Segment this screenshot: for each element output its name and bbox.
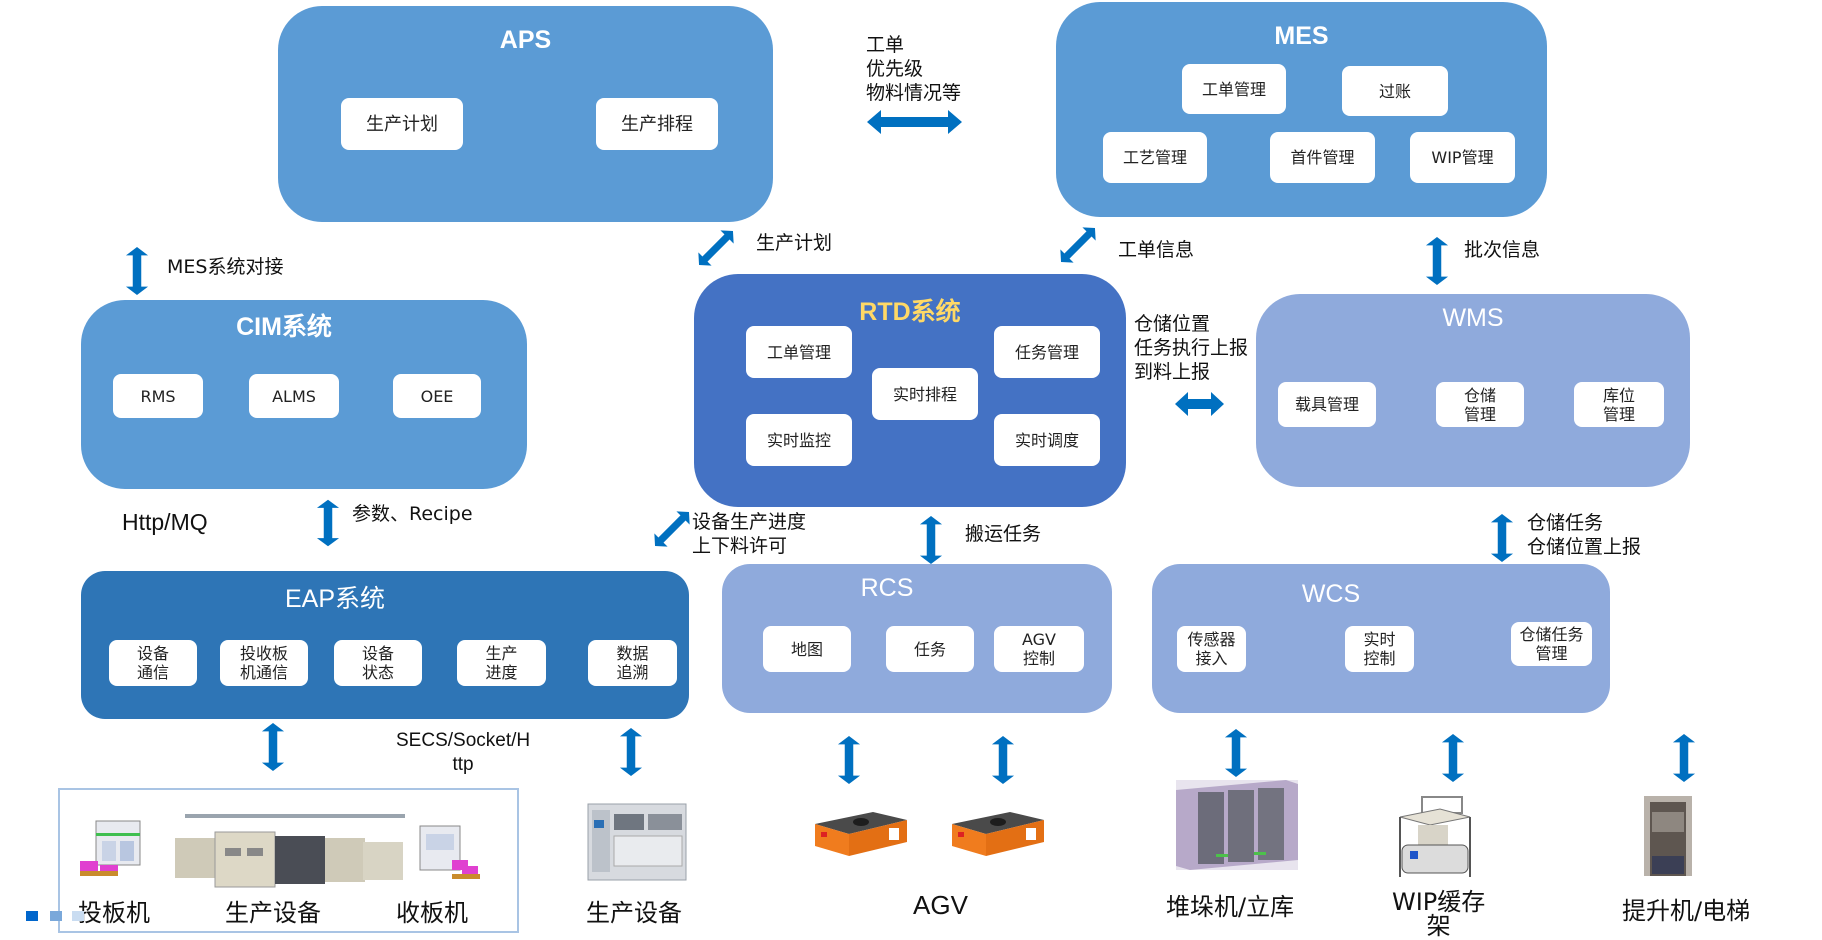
wcs-title: WCS <box>1301 580 1361 608</box>
wcs-system: WCS 传感器 接入 实时 控制 仓储任务 管理 <box>1152 564 1610 713</box>
cim-module-alms[interactable]: ALMS <box>249 374 339 418</box>
rtd-title: RTD系统 <box>859 298 961 326</box>
unloader-label: 收板机 <box>396 899 468 927</box>
mes-system: MES 工单管理 过账 工艺管理 首件管理 WIP管理 <box>1056 2 1547 217</box>
wms-module-carrier[interactable]: 载具管理 <box>1278 382 1376 427</box>
label-mes-rtd: 工单信息 <box>1118 239 1195 261</box>
arrow-eap-rtd <box>648 505 696 553</box>
production-line-image <box>175 814 405 888</box>
label-rtd-rcs: 搬运任务 <box>965 523 1042 545</box>
agv-label: AGV <box>913 890 968 920</box>
wip-buffer-label: WIP缓存 架 <box>1392 888 1486 940</box>
cim-module-rms[interactable]: RMS <box>113 374 203 418</box>
decor-square-3 <box>72 911 84 921</box>
rcs-system: RCS 地图 任务 AGV 控制 <box>722 564 1112 713</box>
wip-buffer-image <box>1399 796 1471 877</box>
loader-label: 投板机 <box>78 899 150 927</box>
rcs-title: RCS <box>860 574 914 602</box>
cim-system: CIM系统 RMS ALMS OEE <box>81 300 527 489</box>
mes-module-posting[interactable]: 过账 <box>1342 66 1448 116</box>
aps-module-production-scheduling[interactable]: 生产排程 <box>596 98 718 150</box>
mes-module-process[interactable]: 工艺管理 <box>1103 132 1207 183</box>
label-wms-wcs: 仓储任务 仓储位置上报 <box>1527 512 1642 558</box>
label-aps-rtd: 生产计划 <box>756 232 833 254</box>
arrow-rtd-wms <box>1175 392 1224 416</box>
arrow-eap-line-equipment <box>261 723 285 771</box>
aps-system: APS 生产计划 生产排程 <box>278 6 773 222</box>
arrow-wcs-elevator <box>1672 734 1696 782</box>
rcs-module-agv-control[interactable]: AGV 控制 <box>994 626 1084 672</box>
decor-square-2 <box>50 911 62 921</box>
eap-system: EAP系统 设备 通信 投收板 机通信 设备 状态 生产 进度 数据 追溯 <box>81 571 689 719</box>
cim-module-oee[interactable]: OEE <box>393 374 481 418</box>
label-cim-eap-protocol: Http/MQ <box>122 509 208 535</box>
arrow-aps-mes <box>867 110 962 134</box>
arrow-rcs-agv-1 <box>837 736 861 784</box>
arrow-aps-rtd <box>692 224 740 272</box>
arrow-cim-eap <box>316 499 340 547</box>
line-equipment-label: 生产设备 <box>225 899 321 927</box>
arrow-eap-standalone-equipment <box>619 728 643 776</box>
decor-square-1 <box>26 911 38 921</box>
label-mes-wms: 批次信息 <box>1464 239 1541 261</box>
eap-module-loader-comm[interactable]: 投收板 机通信 <box>220 640 308 686</box>
aps-module-production-plan[interactable]: 生产计划 <box>341 98 463 150</box>
wms-title: WMS <box>1442 304 1504 332</box>
rcs-module-task[interactable]: 任务 <box>886 626 974 672</box>
standalone-equipment-label: 生产设备 <box>586 899 682 927</box>
eap-module-production-progress[interactable]: 生产 进度 <box>457 640 546 686</box>
agv-image-2 <box>952 812 1044 856</box>
arrow-wcs-wip-buffer <box>1441 734 1465 782</box>
rtd-module-realtime-scheduling[interactable]: 实时排程 <box>872 368 978 420</box>
elevator-image <box>1644 796 1692 876</box>
unloader-machine-image <box>419 825 480 879</box>
eap-title: EAP系统 <box>284 585 386 613</box>
arrow-wcs-stacker <box>1224 729 1248 777</box>
label-eap-devices-protocol: SECS/Socket/H ttp <box>396 730 531 775</box>
label-aps-mes: 工单 优先级 物料情况等 <box>866 34 962 104</box>
arrow-rcs-agv-2 <box>991 736 1015 784</box>
stacker-label: 堆垛机/立库 <box>1166 893 1295 921</box>
rtd-module-work-order[interactable]: 工单管理 <box>746 326 852 378</box>
elevator-label: 提升机/电梯 <box>1622 897 1751 925</box>
arrow-mes-cim <box>125 247 149 295</box>
wcs-module-storage-task[interactable]: 仓储任务 管理 <box>1511 622 1592 666</box>
eap-module-device-status[interactable]: 设备 状态 <box>334 640 422 686</box>
cim-title: CIM系统 <box>236 313 332 341</box>
eap-module-device-comm[interactable]: 设备 通信 <box>109 640 197 686</box>
stacker-image <box>1176 780 1298 870</box>
label-cim-eap: 参数、Recipe <box>352 503 473 525</box>
arrow-wms-wcs <box>1490 514 1514 562</box>
mes-module-wip[interactable]: WIP管理 <box>1410 132 1515 183</box>
arrow-mes-rtd <box>1054 221 1102 269</box>
aps-title: APS <box>499 26 552 54</box>
mes-title: MES <box>1274 22 1329 50</box>
wms-system: WMS 载具管理 仓储 管理 库位 管理 <box>1256 294 1690 487</box>
arrow-rtd-rcs <box>919 516 943 564</box>
rcs-module-map[interactable]: 地图 <box>763 626 851 672</box>
rtd-module-realtime-dispatch[interactable]: 实时调度 <box>994 414 1100 466</box>
label-mes-cim: MES系统对接 <box>167 256 284 278</box>
rtd-system: RTD系统 工单管理 任务管理 实时排程 实时监控 实时调度 <box>694 274 1126 507</box>
wms-module-location[interactable]: 库位 管理 <box>1574 382 1664 427</box>
loader-machine-image <box>80 820 141 876</box>
agv-image-1 <box>815 812 907 856</box>
arrow-mes-wms <box>1425 237 1449 285</box>
rtd-module-realtime-monitoring[interactable]: 实时监控 <box>746 414 852 466</box>
standalone-equipment-image <box>587 803 687 881</box>
wcs-module-sensor[interactable]: 传感器 接入 <box>1177 626 1246 672</box>
wcs-module-realtime-control[interactable]: 实时 控制 <box>1345 626 1414 672</box>
mes-module-first-article[interactable]: 首件管理 <box>1270 132 1375 183</box>
label-rtd-wms: 仓储位置 任务执行上报 到料上报 <box>1134 313 1249 383</box>
mes-module-work-order[interactable]: 工单管理 <box>1182 64 1286 114</box>
label-eap-rtd: 设备生产进度 上下料许可 <box>692 511 807 557</box>
rtd-module-task[interactable]: 任务管理 <box>994 326 1100 378</box>
wms-module-storage[interactable]: 仓储 管理 <box>1436 382 1524 427</box>
eap-module-data-trace[interactable]: 数据 追溯 <box>588 640 677 686</box>
